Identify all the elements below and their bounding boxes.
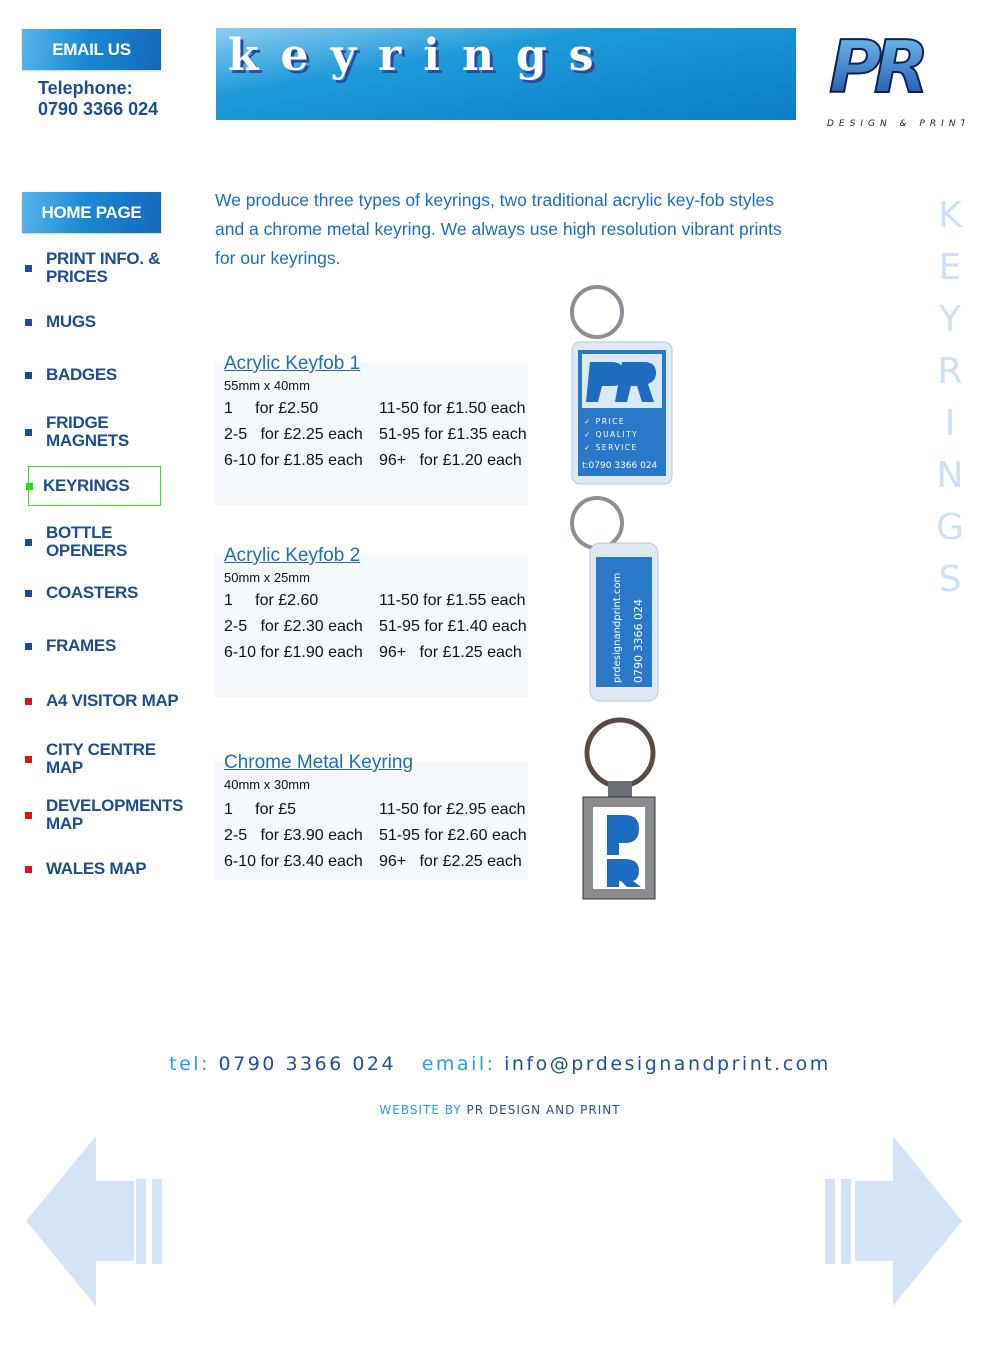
price-tier: 2-5 for £2.30 each [224,618,363,635]
bullet-icon [25,755,32,763]
sidebar-item-label: FRAMES [46,636,116,655]
bullet-icon [26,482,33,490]
page-title: keyrings [228,30,616,81]
sidebar-item-label: CITY CENTRE MAP [46,740,156,777]
bullet-icon [25,538,32,546]
footer-contact: tel: 0790 3366 024 email: info@prdesigna… [0,1053,1000,1075]
price-tier: 6-10 for £1.90 each [224,644,363,661]
sidebar-item-a4-visitor-map[interactable]: A4 VISITOR MAP [22,682,192,720]
price-tier: 1 for £2.60 [224,592,319,609]
sidebar-item-label: DEVELOPMENTS MAP [46,796,184,833]
acrylic-keyfob-1-image: ✓ PRICE ✓ QUALITY ✓ SERVICE t:0790 3366 … [570,285,673,485]
pr-logo[interactable]: PR DESIGN & PRINT [825,24,966,130]
sidebar-item-mugs[interactable]: MUGS [22,313,192,331]
credit-label: WEBSITE BY [379,1103,462,1117]
footer-credit[interactable]: WEBSITE BY PR DESIGN AND PRINT [0,1103,1000,1117]
telephone-label: Telephone: [38,78,133,98]
sidebar-item-label: MUGS [46,312,96,331]
price-tier: 11-50 for £1.50 each [379,400,526,417]
bullet-icon [25,428,32,436]
sidebar-item-label: BADGES [46,365,117,384]
svg-text:✓ QUALITY: ✓ QUALITY [584,430,638,439]
bullet-icon [25,697,32,705]
sidebar-item-city-centre-map[interactable]: CITY CENTRE MAP [22,740,192,778]
logo-mark: PR [829,26,924,109]
sidebar-item-label: A4 VISITOR MAP [46,691,179,710]
sidebar-item-label: COASTERS [46,583,139,602]
price-tier: 96+ for £1.20 each [379,452,522,469]
chrome-keyring-image [582,717,656,900]
telephone-number: 0790 3366 024 [38,99,159,119]
home-page-button[interactable]: HOME PAGE [22,192,161,233]
svg-text:0790 3366 024: 0790 3366 024 [632,599,645,683]
sidebar-item-developments-map[interactable]: DEVELOPMENTS MAP [22,796,192,834]
product-title-link[interactable]: Chrome Metal Keyring [224,752,414,774]
sidebar-item-label: BOTTLE OPENERS [46,523,128,560]
bullet-icon [25,589,32,597]
price-tier: 51-95 for £2.60 each [379,827,527,844]
product-title-link[interactable]: Acrylic Keyfob 2 [224,545,361,567]
sidebar-item-label: PRINT INFO. & PRICES [46,249,161,286]
credit-name: PR DESIGN AND PRINT [466,1103,621,1117]
footer-tel[interactable]: 0790 3366 024 [218,1053,397,1075]
sidebar-item-coasters[interactable]: COASTERS [22,584,192,602]
sidebar-item-fridge-magnets[interactable]: FRIDGE MAGNETS [22,413,192,451]
price-tier: 51-95 for £1.40 each [379,618,527,635]
product-card: Acrylic Keyfob 1 55mm x 40mm 1 for £2.50 1… [214,353,528,505]
footer-email-link[interactable]: info@prdesignandprint.com [504,1053,831,1075]
telephone-block: Telephone: 0790 3366 024 [38,78,158,120]
price-tier: 96+ for £1.25 each [379,644,522,661]
sidebar-item-wales-map[interactable]: WALES MAP [22,860,192,878]
product-card: Acrylic Keyfob 2 50mm x 25mm 1 for £2.60 1… [214,545,528,697]
svg-text:✓ PRICE: ✓ PRICE [584,417,625,426]
product-size: 40mm x 30mm [224,777,310,792]
svg-text:✓ SERVICE: ✓ SERVICE [584,443,638,452]
sidebar-item-label: FRIDGE MAGNETS [46,413,129,450]
price-tier: 11-50 for £2.95 each [379,801,526,818]
product-size: 50mm x 25mm [224,570,310,585]
bullet-icon [25,865,32,873]
vertical-title: KEYRINGS [936,195,964,600]
sidebar-item-label: KEYRINGS [43,476,130,495]
sidebar-item-badges[interactable]: BADGES [22,366,192,384]
price-tier: 96+ for £2.25 each [379,853,522,870]
bullet-icon [25,318,32,326]
footer-email-label: email: [421,1053,496,1075]
bullet-icon [25,371,32,379]
sidebar-item-bottle-openers[interactable]: BOTTLE OPENERS [22,523,192,561]
acrylic-keyfob-2-image: prdesignandprint.com 0790 3366 024 [570,496,659,702]
price-tier: 6-10 for £3.40 each [224,853,363,870]
svg-text:prdesignandprint.com: prdesignandprint.com [612,573,623,683]
product-size: 55mm x 40mm [224,378,310,393]
back-arrow-icon[interactable] [26,1136,166,1306]
logo-tagline: DESIGN & PRINT [827,119,965,129]
bullet-icon [25,264,32,272]
bullet-icon [25,811,32,819]
intro-text: We produce three types of keyrings, two … [215,190,782,268]
email-us-button[interactable]: EMAIL US [22,29,161,70]
sidebar-item-print-info-prices[interactable]: PRINT INFO. & PRICES [22,249,192,287]
price-tier: 51-95 for £1.35 each [379,426,527,443]
bullet-icon [25,642,32,650]
price-tier: 2-5 for £2.25 each [224,426,363,443]
sidebar-item-frames[interactable]: FRAMES [22,637,192,655]
price-tier: 2-5 for £3.90 each [224,827,363,844]
page-banner: keyrings [216,28,796,120]
price-tier: 6-10 for £1.85 each [224,452,363,469]
svg-text:t:0790 3366 024: t:0790 3366 024 [582,461,658,471]
sidebar-item-keyrings[interactable]: KEYRINGS [26,466,161,506]
pr-logo-icon: PR DESIGN & PRINT [827,24,966,129]
sidebar-item-label: WALES MAP [46,859,147,878]
footer-tel-label: tel: [169,1053,210,1075]
product-title-link[interactable]: Acrylic Keyfob 1 [224,353,361,375]
price-tier: 1 for £5 [224,801,297,818]
price-tier: 1 for £2.50 [224,400,319,417]
price-tier: 11-50 for £1.55 each [379,592,526,609]
forward-arrow-icon[interactable] [825,1136,965,1306]
product-card: Chrome Metal Keyring 40mm x 30mm 1 for £5… [214,752,528,880]
